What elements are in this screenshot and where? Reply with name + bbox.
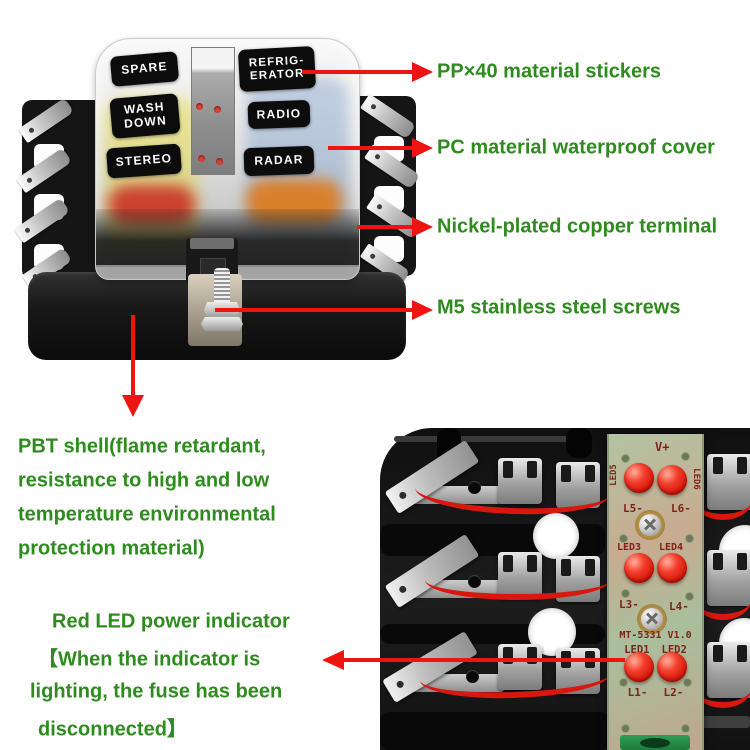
red-led [657, 553, 687, 583]
fuse-sticker-wash-down: WASH DOWN [109, 93, 181, 139]
red-led [624, 463, 654, 493]
pcb-model-label: MT-5331 V1.0 [619, 630, 692, 641]
pcb-led4-label: LED4 [659, 542, 684, 553]
arrow-right-icon [328, 138, 433, 158]
pcb-l5-label: L5- [623, 502, 643, 515]
pcb-led6-label: LED6 [690, 468, 701, 490]
fuse-sticker-label: SPARE [120, 59, 169, 78]
callout-led-line: 【When the indicator is [38, 648, 261, 671]
pcb-l4-label: L4- [669, 600, 689, 613]
red-led [624, 652, 654, 682]
arrow-right-icon [357, 217, 433, 237]
waterproof-cover: SPARE REFRIG- ERATOR WASH DOWN RADIO STE… [95, 38, 360, 280]
led-window-strip [191, 47, 235, 175]
connector-hole [640, 738, 670, 748]
callout-led-line: Red LED power indicator [52, 610, 290, 633]
solder-pad [621, 589, 630, 598]
callout-cover: PC material waterproof cover [437, 136, 715, 159]
pcb-l6-label: L6- [671, 502, 691, 515]
fuse-clip [498, 644, 542, 690]
shell-notch [566, 428, 592, 458]
pcb-l3-label: L3- [619, 598, 639, 611]
pcb-l2-label: L2- [663, 686, 684, 699]
callout-stickers: PP×40 material stickers [437, 60, 662, 83]
pcb-led5-label: LED5 [608, 464, 619, 486]
solder-pad [685, 534, 694, 543]
red-wire [694, 666, 750, 708]
fuse-sticker-label: STEREO [115, 151, 173, 170]
pcb-screw [635, 510, 665, 540]
fuse-sticker-radio: RADIO [247, 99, 311, 130]
pcb-vplus-label: V+ [655, 440, 670, 454]
arrow-down-icon [122, 315, 144, 417]
pcb-bottom-connector [620, 735, 690, 750]
fuse-sticker-label: RADAR [254, 152, 304, 168]
solder-pad [683, 678, 692, 687]
led-indicator-dot [216, 158, 223, 165]
fuse-clip [498, 458, 542, 504]
solder-pad [681, 724, 690, 733]
led-pcb: V+ LED5 LED6 L5- L6- LED3 LED4 L3- L4- M… [607, 434, 704, 750]
solder-pad [685, 592, 694, 601]
solder-pad [619, 534, 628, 543]
red-wire [694, 480, 750, 520]
red-led [624, 553, 654, 583]
callout-screws: M5 stainless steel screws [437, 296, 681, 319]
red-led [657, 465, 687, 495]
red-led [657, 652, 687, 682]
fuse-clip [556, 462, 600, 508]
pcb-l1-label: L1- [627, 686, 648, 699]
fuse-sticker-label: RADIO [256, 105, 302, 122]
callout-led-line: disconnected】 [38, 718, 187, 741]
pcb-l12-labels: L1- L2- [609, 686, 702, 699]
solder-pad [621, 454, 630, 463]
callout-shell-line: protection material) [18, 537, 205, 560]
shell-groove [380, 712, 610, 750]
fuse-sticker-label: ERATOR [249, 67, 305, 83]
m5-hex-nut [201, 317, 243, 331]
solder-pad [681, 452, 690, 461]
rivet [466, 670, 479, 683]
solder-pad [619, 678, 628, 687]
pcb-screw [637, 604, 667, 634]
led-indicator-dot [214, 106, 221, 113]
callout-terminal: Nickel-plated copper terminal [437, 215, 718, 238]
arrow-right-icon [302, 62, 433, 82]
latch-lip [190, 238, 234, 249]
red-wire [694, 576, 750, 620]
mount-hole [533, 513, 579, 559]
shell-top-ridge [394, 436, 584, 442]
fuse-sticker-radar: RADAR [243, 145, 315, 177]
led-indicator-dot [196, 103, 203, 110]
pcb-led3-label: LED3 [617, 542, 642, 553]
led-indicator-dot [198, 155, 205, 162]
solder-pad [621, 724, 630, 733]
fuse-sticker-spare: SPARE [109, 51, 180, 87]
rivet [468, 481, 481, 494]
callout-shell-line: PBT shell(flame retardant, [18, 435, 266, 458]
arrow-right-icon [215, 300, 433, 320]
m5-screw-stud [214, 268, 230, 306]
arrow-left-icon [322, 650, 625, 670]
fuse-sticker-stereo: STEREO [106, 143, 182, 179]
callout-shell-line: temperature environmental [18, 503, 276, 526]
internal-photo: V+ LED5 LED6 L5- L6- LED3 LED4 L3- L4- M… [380, 428, 750, 750]
red-wire [425, 560, 610, 600]
callout-led-line: lighting, the fuse has been [30, 680, 283, 703]
fuse-sticker-label: DOWN [123, 113, 168, 131]
callout-shell-line: resistance to high and low [18, 469, 270, 492]
